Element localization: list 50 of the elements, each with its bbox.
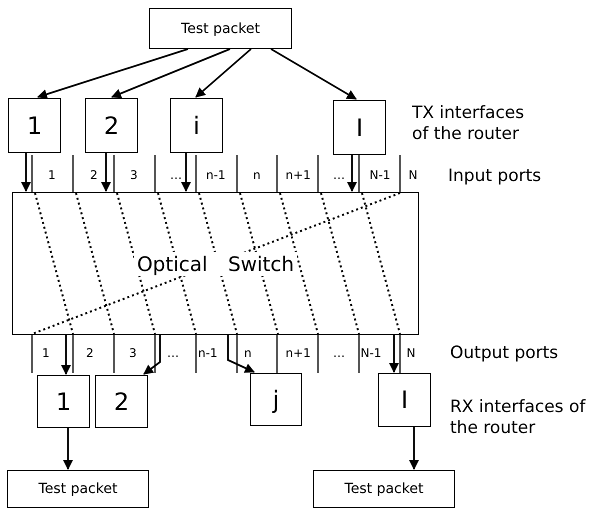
port-number: 1 — [48, 168, 56, 182]
interface-box: 2 — [85, 98, 138, 153]
port-number: n+1 — [286, 346, 311, 360]
port-number: n-1 — [206, 168, 226, 182]
interface-box: I — [378, 373, 431, 427]
interface-box: I — [333, 100, 386, 155]
arrow — [389, 335, 399, 373]
switch-box: Optical Switch — [12, 192, 419, 335]
port-caption: Output ports — [450, 343, 558, 363]
interface-box: j — [250, 373, 302, 426]
interface-caption: RX interfaces of the router — [450, 397, 587, 440]
arrow — [101, 153, 111, 192]
arrow — [347, 155, 357, 192]
packet-box: Test packet — [149, 8, 292, 49]
port-number: 3 — [129, 346, 137, 360]
port-number: … — [333, 346, 345, 360]
port-number: n-1 — [198, 346, 218, 360]
arrow — [143, 335, 161, 375]
arrow — [21, 153, 31, 192]
packet-box: Test packet — [7, 470, 149, 508]
interface-box: 2 — [95, 375, 148, 428]
port-number: 2 — [86, 346, 94, 360]
port-number: … — [167, 346, 179, 360]
arrow — [111, 48, 230, 98]
port-number: N — [408, 168, 418, 182]
arrow — [195, 48, 252, 98]
port-number: 2 — [90, 168, 98, 182]
port-number: n — [244, 346, 252, 360]
arrow — [63, 428, 73, 470]
port-number: n+1 — [286, 168, 311, 182]
port-number: … — [333, 168, 345, 182]
arrow — [227, 335, 255, 373]
port-number: 3 — [130, 168, 138, 182]
interface-box: 1 — [37, 375, 90, 428]
port-number: N-1 — [370, 168, 390, 182]
port-number: 1 — [42, 346, 50, 360]
arrow — [270, 48, 357, 100]
arrow — [37, 48, 188, 100]
port-number: N-1 — [360, 346, 382, 360]
interface-box: i — [170, 98, 223, 153]
port-caption: Input ports — [448, 166, 542, 186]
port-number: n — [253, 168, 261, 182]
interface-caption: TX interfaces of the router — [412, 103, 526, 146]
interface-box: 1 — [8, 98, 61, 153]
arrow — [409, 427, 419, 470]
arrow — [61, 335, 71, 375]
port-number: N — [406, 346, 416, 360]
port-number: … — [170, 168, 182, 182]
packet-box: Test packet — [313, 470, 455, 508]
arrow — [181, 153, 191, 192]
